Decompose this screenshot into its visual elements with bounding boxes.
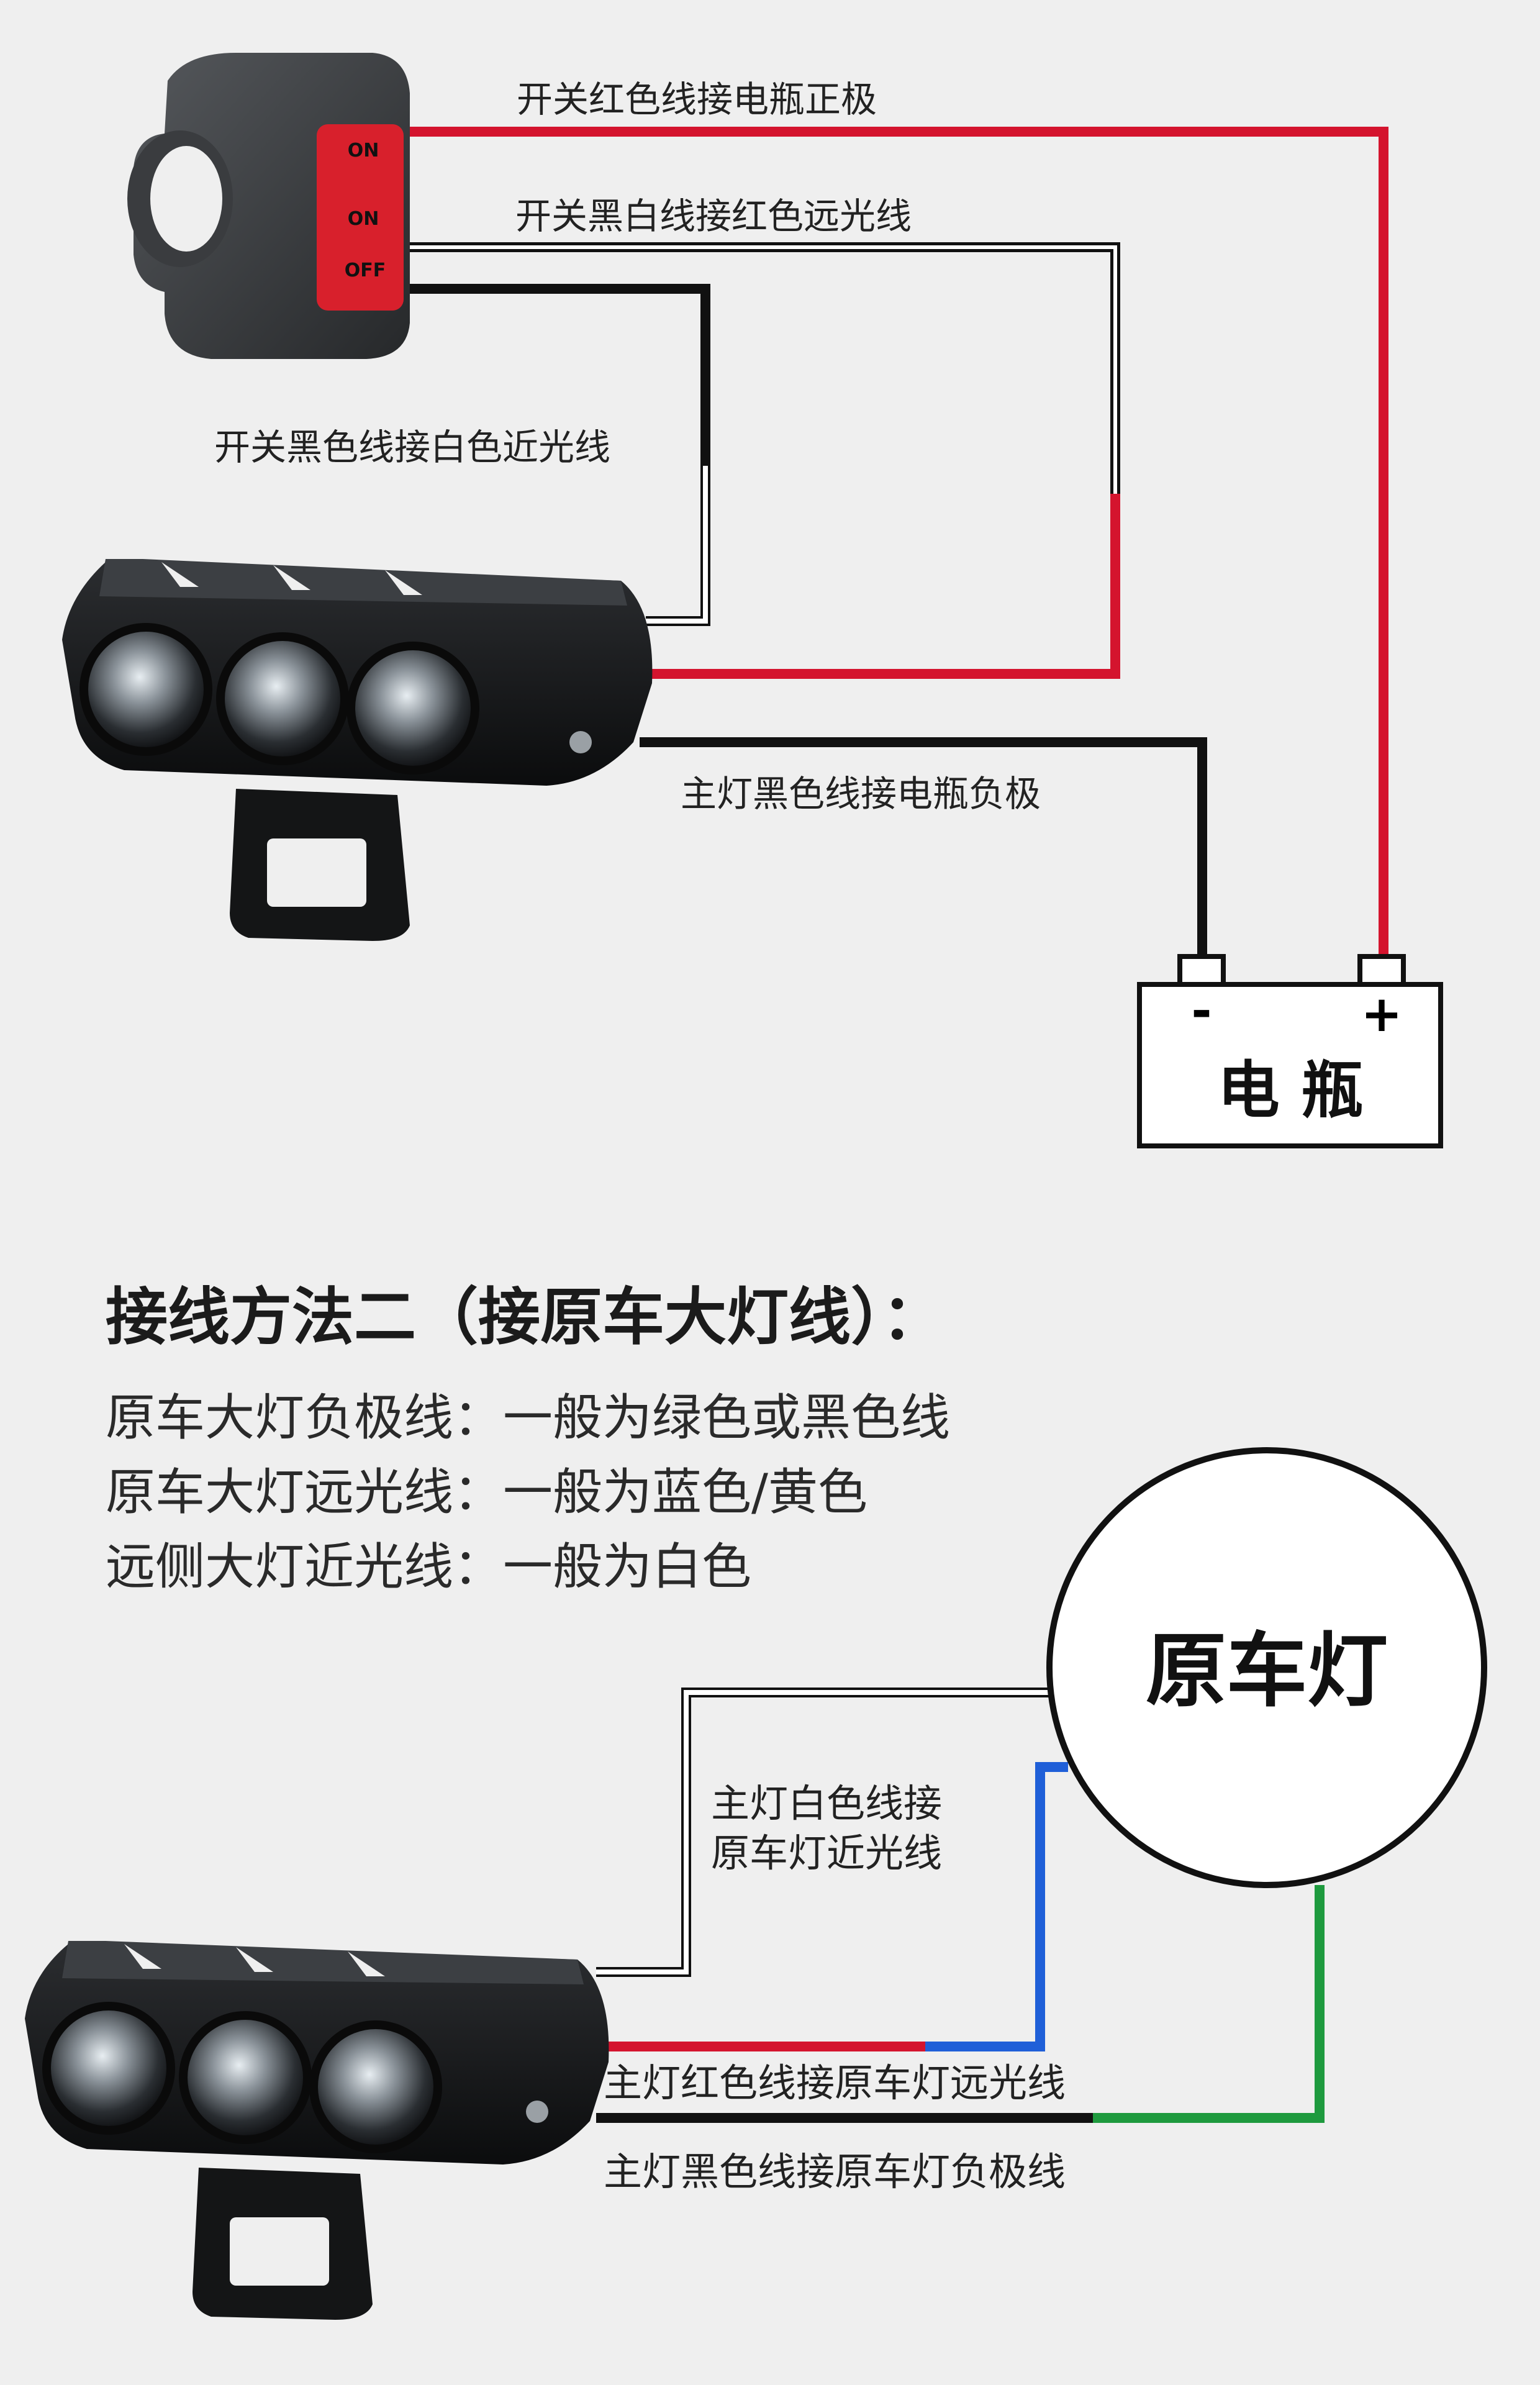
original-light-circle: [1046, 1447, 1487, 1888]
lamp2-lens-right: [309, 2020, 442, 2153]
switch-pos-on2: ON: [348, 208, 379, 230]
switch-pos-off: OFF: [345, 260, 386, 281]
label-switch-blackwhite-wire: 开关黑白线接红色远光线: [515, 195, 912, 237]
switch-black-wire: [404, 284, 710, 469]
battery-label: 电 瓶: [1218, 1054, 1364, 1127]
label-lamp-ground-wire: 主灯黑色线接电瓶负极: [681, 773, 1041, 815]
method2-heading: 接线方法二（接原车大灯线）：: [106, 1281, 944, 1353]
handlebar-switch: ON ON OFF: [127, 53, 410, 359]
lamp2-lens-center: [179, 2011, 312, 2144]
switch-blackwhite-stripe: [404, 245, 1117, 497]
m2-green-wire: [1093, 1885, 1325, 2123]
label-m2-white-line1: 主灯白色线接: [711, 1781, 942, 1826]
led-lamp-1: [62, 559, 653, 941]
lamp1-top-fins: [99, 559, 627, 606]
lamp-white-lowbeam-core: [646, 466, 708, 624]
battery-case: [1137, 982, 1443, 1148]
switch-pos-on1: ON: [348, 140, 379, 161]
lamp1-bracket-gap: [267, 838, 366, 907]
m2-white-core: [596, 1690, 1049, 1974]
method2-line-low: 远侧大灯近光线：一般为白色: [106, 1538, 751, 1596]
method2-line-high: 原车大灯远光线：一般为蓝色/黄色: [106, 1463, 867, 1521]
lamp1-fin-cutouts: [161, 562, 422, 595]
switch-red-wire: [404, 127, 1388, 963]
battery-neg-terminal: [1177, 954, 1226, 987]
lamp2-lens-left: [42, 2002, 175, 2135]
original-light-label: 原车灯: [1146, 1624, 1388, 1718]
method2-line-neg: 原车大灯负极线：一般为绿色或黑色线: [106, 1389, 950, 1447]
label-m2-white-line2: 原车灯近光线: [711, 1830, 942, 1876]
battery-pos-terminal: [1357, 954, 1406, 987]
lamp1-lens-right: [346, 642, 479, 775]
lamp-white-lowbeam-wire: [646, 466, 710, 626]
battery-pos-sign: +: [1361, 985, 1402, 1043]
method2-wires: [596, 1688, 1325, 2123]
led-lamp-2: [25, 1941, 609, 2320]
lamp2-bracket-gap: [230, 2217, 329, 2286]
m2-blue-wire: [925, 1762, 1068, 2051]
lamp2-fin-cutouts: [124, 1944, 385, 1976]
lamp2-bolt: [526, 2101, 548, 2123]
battery: - + 电 瓶: [1137, 954, 1443, 1148]
lamp-ground-wire: [640, 737, 1207, 963]
method1-wires: [404, 127, 1388, 963]
lamp2-body: [25, 1944, 609, 2165]
label-m2-red-wire: 主灯红色线接原车灯远光线: [604, 2060, 1066, 2106]
original-light: 原车灯: [1046, 1447, 1487, 1888]
lamp1-lens-left: [79, 623, 212, 756]
label-switch-red-wire: 开关红色线接电瓶正极: [517, 78, 877, 120]
lamp1-bolt: [569, 731, 592, 753]
label-m2-black-wire: 主灯黑色线接原车灯负极线: [604, 2149, 1066, 2194]
label-switch-black-wire: 开关黑色线接白色近光线: [214, 426, 610, 468]
switch-button[interactable]: [317, 124, 404, 311]
lamp2-top-fins: [62, 1941, 584, 1984]
lamp-red-highbeam-wire: [633, 494, 1120, 679]
switch-clamp-hole: [150, 146, 222, 252]
battery-neg-sign: -: [1191, 982, 1212, 1040]
lamp1-lens-center: [216, 632, 349, 765]
